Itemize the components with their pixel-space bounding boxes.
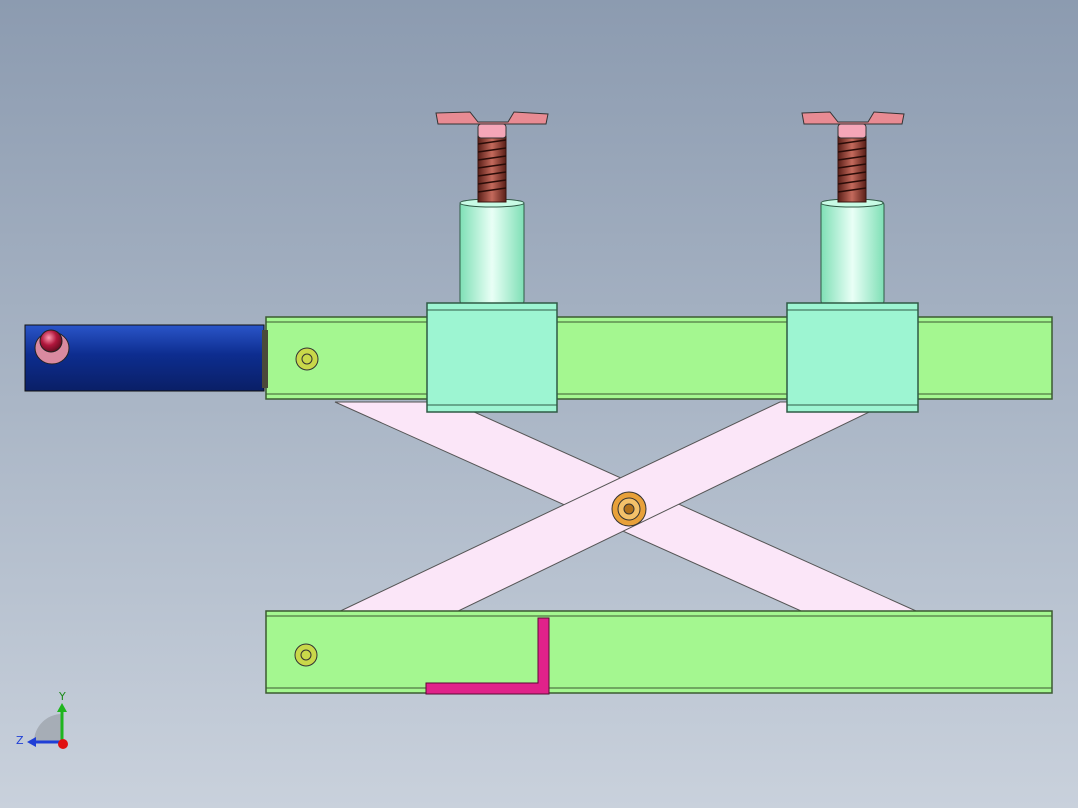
x-axis-origin <box>58 739 68 749</box>
center-pivot-bolt <box>611 491 647 527</box>
post-sleeve-left[interactable] <box>426 302 558 413</box>
saddle-pad-left[interactable] <box>435 111 549 139</box>
spring-right <box>837 135 867 203</box>
saddle-pad-right[interactable] <box>801 111 905 139</box>
lifting-post-left[interactable] <box>459 198 525 306</box>
lower-frame-beam[interactable] <box>265 610 1053 694</box>
release-knob[interactable] <box>34 329 70 365</box>
y-axis-label: Y <box>58 690 66 703</box>
pump-handle[interactable] <box>425 617 550 695</box>
lifting-post-right[interactable] <box>820 198 885 306</box>
spring-left <box>477 135 507 203</box>
pivot-screw-upper <box>295 347 319 371</box>
post-sleeve-right[interactable] <box>786 302 919 413</box>
triad-quadrant <box>34 714 62 742</box>
axis-triad: Y Z <box>16 690 68 749</box>
upper-frame-beam[interactable] <box>265 316 1053 400</box>
pivot-screw-lower <box>294 643 318 667</box>
z-axis-label: Z <box>16 734 24 747</box>
